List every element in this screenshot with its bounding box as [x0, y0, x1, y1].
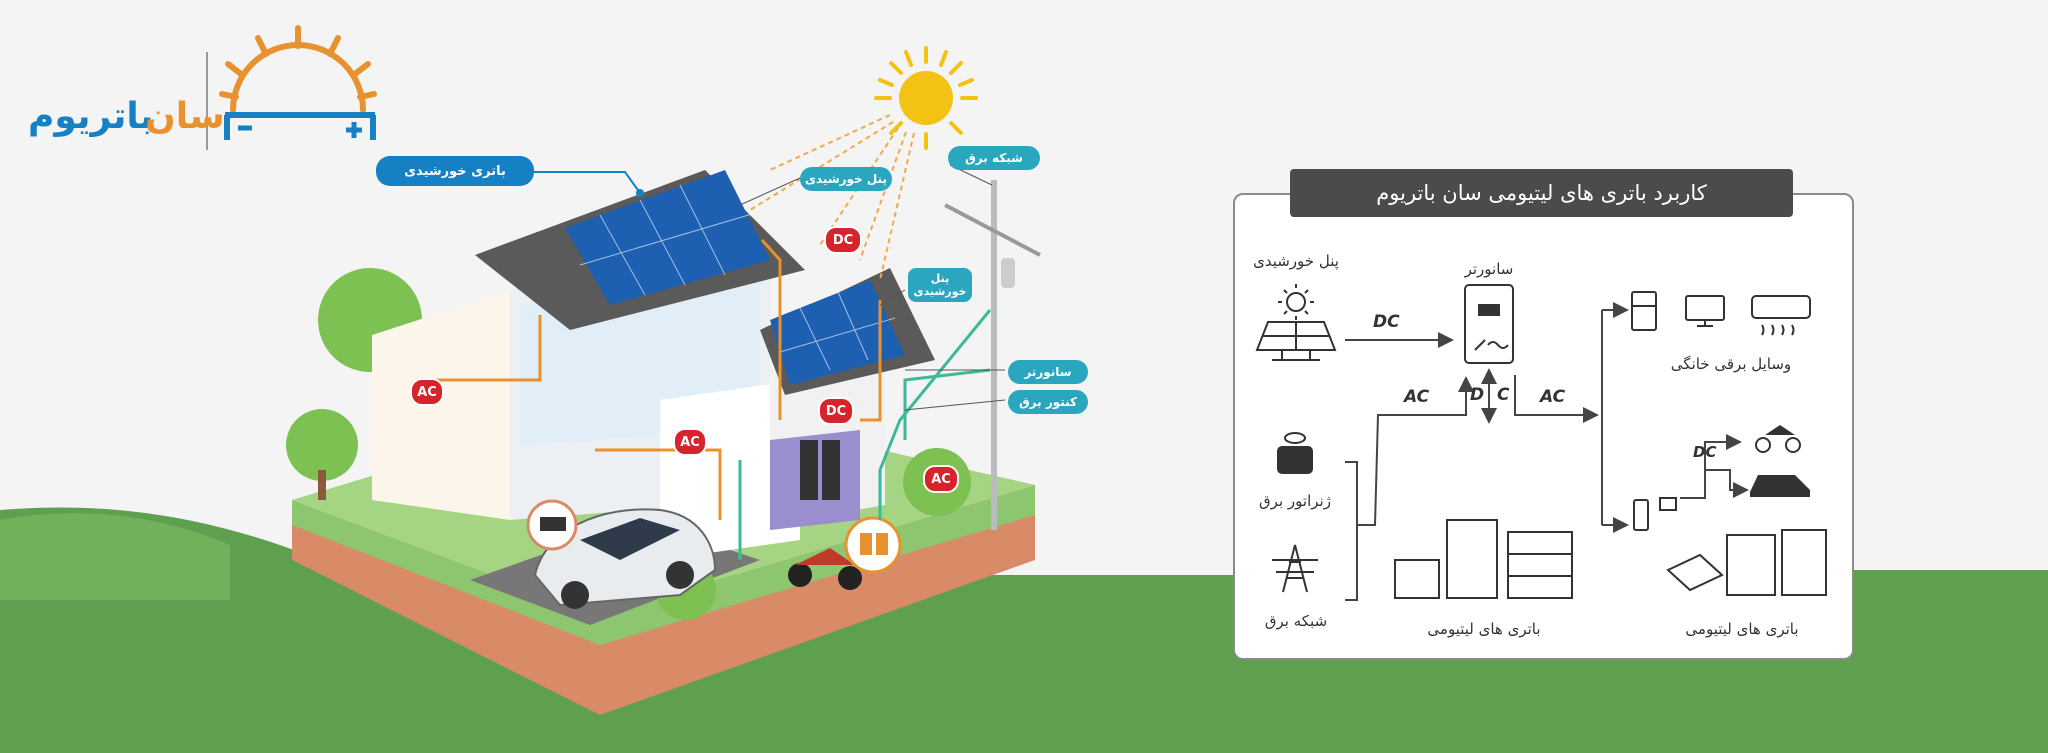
callout-inverter: سانورتر — [1008, 360, 1088, 384]
flow-ac-left: AC — [1404, 387, 1430, 407]
callout-solar-panel-side: پنل خورشیدی — [908, 268, 972, 302]
logo-name-blue: باتریوم — [28, 96, 154, 137]
callout-meter: کنتور برق — [1008, 390, 1088, 414]
label-solar-panel: پنل خورشیدی — [1253, 252, 1339, 270]
callout-grid: شبکه برق — [948, 146, 1040, 170]
vehicles-icon — [1750, 425, 1810, 497]
inverter-icon — [1464, 284, 1514, 364]
generator-icon — [1277, 432, 1313, 474]
callout-solar-battery: باتری خورشیدی — [376, 156, 534, 186]
appliances-icon — [1631, 291, 1811, 336]
logo-name-orange: سان — [145, 96, 225, 137]
flow-ac-right: AC — [1540, 387, 1566, 407]
badge-dc-battery: DC — [818, 397, 854, 425]
transmission-tower-icon — [1272, 544, 1318, 593]
badge-ac-outside: AC — [923, 465, 959, 493]
battery-cabinets-right-icon — [1666, 529, 1827, 596]
solar-panel-icon — [1255, 284, 1337, 361]
callout-solar-panel-top: پنل خورشیدی — [800, 167, 892, 191]
badge-ac-garage: AC — [673, 428, 707, 456]
label-inverter: سانورتر — [1464, 260, 1514, 278]
label-batteries-center: باتری های لیتیومی — [1427, 620, 1541, 638]
battery-cabinets-center-icon — [1394, 519, 1573, 599]
diagram-title: کاربرد باتری های لیتیومی سان باتریوم — [1290, 169, 1793, 217]
flow-dc-vehicles: DC — [1693, 443, 1717, 461]
flow-c: C — [1497, 385, 1510, 405]
diagram-panel — [1233, 193, 1854, 660]
badge-dc-roof: DC — [824, 226, 862, 254]
charger-icon — [1633, 497, 1677, 531]
label-batteries-right: باتری های لیتیومی — [1685, 620, 1799, 638]
label-generator: ژنراتور برق — [1259, 492, 1331, 510]
badge-ac-living: AC — [410, 378, 444, 406]
flow-d: D — [1470, 385, 1485, 405]
label-grid: شبکه برق — [1264, 612, 1328, 630]
label-appliances: وسایل برقی خانگی — [1670, 355, 1792, 373]
flow-dc-panel: DC — [1373, 312, 1400, 332]
